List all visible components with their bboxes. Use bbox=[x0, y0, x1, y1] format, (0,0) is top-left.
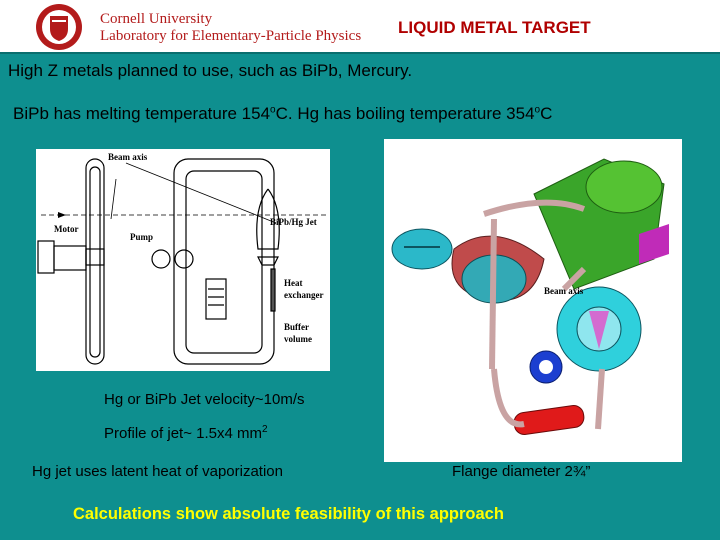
line-high-z: High Z metals planned to use, such as Bi… bbox=[8, 61, 413, 80]
label-beam-axis: Beam axis bbox=[108, 152, 148, 162]
target-3d-rendering: Beam axis bbox=[384, 139, 682, 462]
flange-diameter: Flange diameter 2¾” bbox=[452, 463, 591, 480]
org-line1: Cornell University bbox=[100, 11, 213, 27]
label-heat: Heat bbox=[284, 278, 303, 288]
label-pump: Pump bbox=[130, 232, 153, 242]
label-volume: volume bbox=[284, 334, 312, 344]
label-exchanger: exchanger bbox=[284, 290, 324, 300]
slide-title: LIQUID METAL TARGET bbox=[398, 18, 591, 37]
jet-velocity: Hg or BiPb Jet velocity~10m/s bbox=[104, 391, 305, 408]
cornell-seal-icon bbox=[36, 4, 82, 50]
line2-part-b: C. Hg has boiling temperature 354 bbox=[275, 104, 535, 123]
header-bar: Cornell University Laboratory for Elemen… bbox=[0, 0, 720, 54]
schematic-diagram: Beam axis Motor Pump BiPb/Hg Jet Heat ex… bbox=[36, 149, 330, 371]
feasibility-caption: Calculations show absolute feasibility o… bbox=[73, 505, 504, 523]
profile-sup: 2 bbox=[261, 424, 268, 435]
line-temperatures: BiPb has melting temperature 154oC. Hg h… bbox=[13, 104, 552, 124]
line2-part-a: BiPb has melting temperature 154 bbox=[13, 104, 271, 123]
degree-sup-2: o bbox=[534, 104, 541, 116]
latent-heat: Hg jet uses latent heat of vaporization bbox=[32, 463, 283, 480]
rendering-svg: Beam axis bbox=[391, 158, 669, 435]
label-buffer: Buffer bbox=[284, 322, 309, 332]
label-jet: BiPb/Hg Jet bbox=[270, 217, 317, 227]
org-line2: Laboratory for Elementary-Particle Physi… bbox=[100, 28, 362, 44]
schematic-svg: Beam axis Motor Pump BiPb/Hg Jet Heat ex… bbox=[37, 152, 326, 365]
jet-profile: Profile of jet~ 1.5x4 mm2 bbox=[104, 424, 268, 443]
degree-sup-1: o bbox=[270, 104, 276, 116]
pump-housing-icon bbox=[451, 235, 545, 304]
org-name: Cornell University Laboratory for Elemen… bbox=[100, 11, 361, 45]
line2-part-c: C bbox=[540, 104, 553, 123]
render-label-beam-axis: Beam axis bbox=[544, 286, 584, 296]
motor-housing-icon bbox=[533, 158, 669, 290]
profile-text: Profile of jet~ 1.5x4 mm bbox=[104, 425, 262, 442]
label-motor: Motor bbox=[54, 224, 79, 234]
